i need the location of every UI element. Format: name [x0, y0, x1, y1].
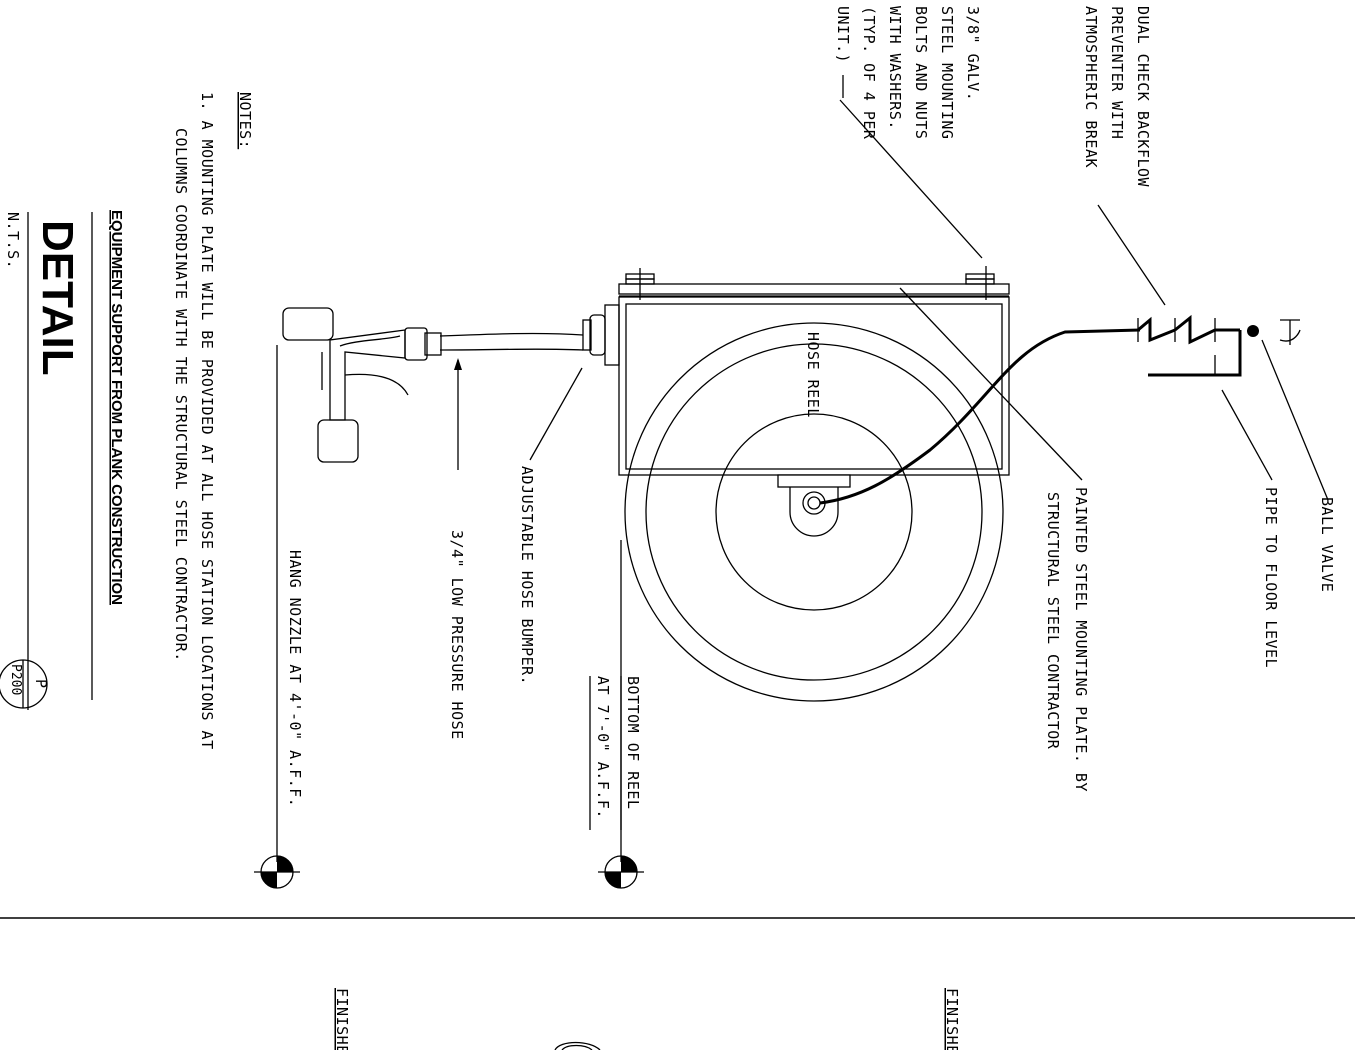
mounting-bolts [625, 266, 995, 300]
mounting-plate [618, 283, 1010, 295]
label-pipe-to-floor: PIPE TO FLOOR LEVEL [1262, 487, 1280, 668]
label-bottom-of-reel-2: AT 7'-0" A.F.F. [594, 676, 612, 819]
lower-finished-label-left: FINISHE [333, 988, 351, 1050]
label-bolts-1: 3/8" GALV. [964, 6, 982, 101]
label-ball-valve: BALL VALVE [1318, 497, 1336, 592]
label-bolts-4: WITH WASHERS. [886, 6, 904, 130]
label-bottom-of-reel-1: BOTTOM OF REEL [624, 676, 642, 809]
label-hose-bumper: ADJUSTABLE HOSE BUMPER. [518, 466, 536, 685]
label-bolts-5: (TYP. OF 4 PER [860, 6, 878, 140]
label-mounting-plate-1: PAINTED STEEL MOUNTING PLATE. BY [1072, 487, 1090, 792]
sheet-reference-tag: P P200 [0, 659, 50, 709]
label-bolts-6: UNIT.) [834, 6, 852, 63]
detail-title: DETAIL [33, 220, 82, 376]
label-backflow-3: ATMOSPHERIC BREAK [1082, 6, 1100, 168]
label-mounting-plate-2: STRUCTURAL STEEL CONTRACTOR [1044, 492, 1062, 750]
detail-scale: N.T.S. [4, 212, 22, 269]
supply-line [819, 328, 1141, 505]
label-hang-nozzle: HANG NOZZLE AT 4'-0" A.F.F. [286, 550, 304, 807]
lower-finished-label-right: FINISHE [943, 988, 961, 1050]
label-backflow-2: PREVENTER WITH [1108, 6, 1126, 139]
label-bolts-3: BOLTS AND NUTS [912, 6, 930, 139]
notes-heading: NOTES: [236, 92, 254, 149]
detail-subtitle: EQUIPMENT SUPPORT FROM PLANK CONSTRUCTIO… [108, 210, 125, 605]
ball-valve-symbol [1247, 325, 1259, 337]
notes-item-1-line-1: 1. A MOUNTING PLATE WILL BE PROVIDED AT … [198, 92, 216, 750]
svg-text:P200: P200 [8, 664, 23, 695]
spray-nozzle [282, 307, 442, 463]
hose-bumper [582, 304, 620, 366]
label-low-pressure-hose: 3/4" LOW PRESSURE HOSE [448, 530, 466, 740]
low-pressure-hose [439, 332, 584, 337]
label-backflow-1: DUAL CHECK BACKFLOW [1134, 6, 1152, 188]
backflow-preventer [1137, 314, 1240, 345]
label-hose-reel: HOSE REEL [804, 332, 822, 418]
elevation-marker-reel [598, 855, 644, 889]
pipe-to-floor [1148, 330, 1242, 377]
notes-item-1-line-2: COLUMNS COORDINATE WITH THE STRUCTURAL S… [172, 128, 190, 662]
elevation-marker-nozzle [254, 855, 300, 889]
reel-drum [624, 322, 1004, 702]
label-bolts-2: STEEL MOUNTING [938, 6, 956, 139]
leader-lines [529, 75, 1329, 501]
svg-text:P: P [32, 679, 50, 689]
